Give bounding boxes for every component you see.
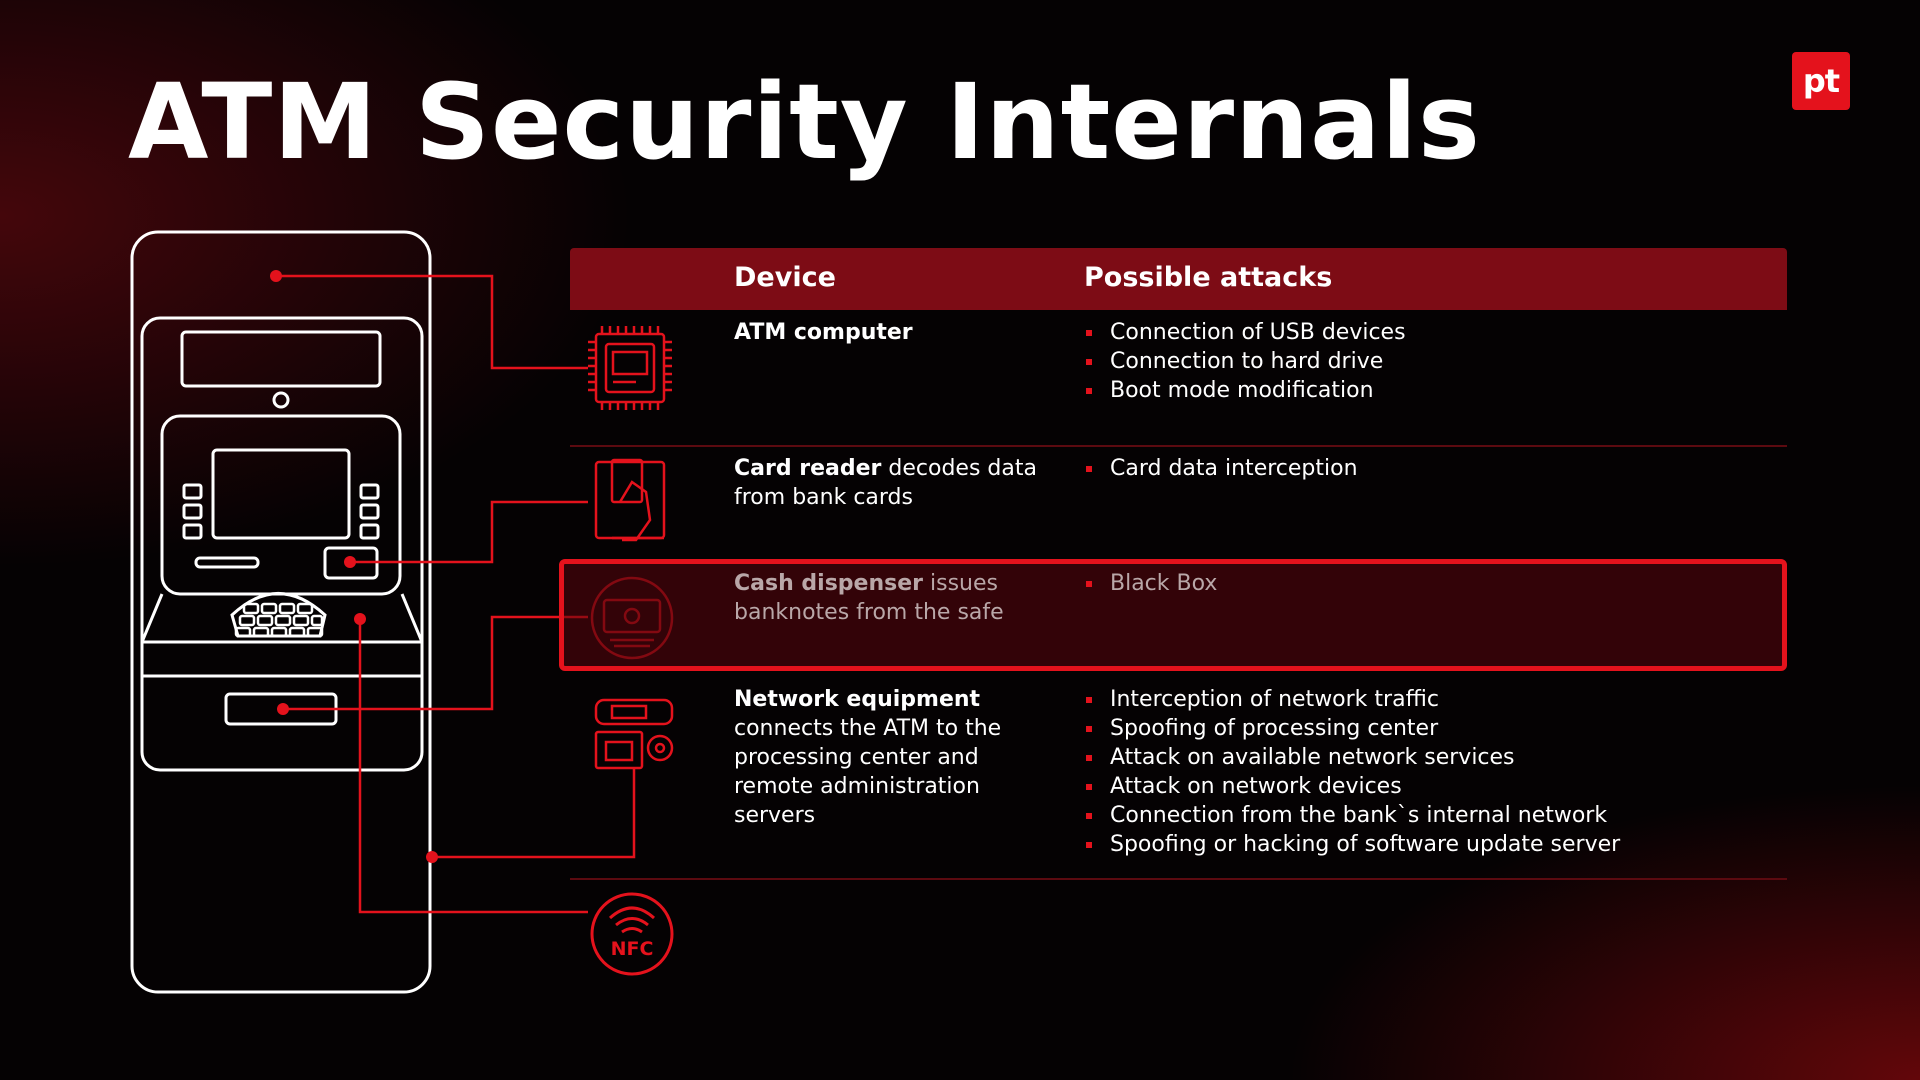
attack-item: Attack on network devices [1084, 772, 1620, 801]
attack-list: Interception of network traffic Spoofing… [1084, 685, 1620, 859]
attack-item: Spoofing or hacking of software update s… [1084, 830, 1620, 859]
device-cell: Network equipment connects the ATM to th… [734, 685, 1064, 830]
cpu-chip-icon [588, 326, 672, 410]
column-header-device: Device [734, 262, 836, 293]
connector-network [432, 768, 636, 859]
nfc-label: NFC [611, 938, 654, 960]
attack-item: Attack on available network services [1084, 743, 1620, 772]
nfc-icon: NFC [590, 892, 674, 976]
attack-item: Boot mode modification [1084, 376, 1406, 405]
atm-camera [272, 391, 290, 409]
device-name: Network equipment [734, 687, 981, 712]
device-cell: ATM computer [734, 318, 1064, 347]
connector-card-reader [350, 500, 588, 564]
row-divider [570, 445, 1787, 447]
device-name: Card reader [734, 456, 882, 481]
attack-item: Spoofing of processing center [1084, 714, 1620, 743]
atm-screen [211, 448, 351, 540]
column-header-attacks: Possible attacks [1084, 262, 1333, 293]
device-name: Cash dispenser [734, 571, 923, 596]
attack-item: Card data interception [1084, 454, 1358, 483]
attack-list: Card data interception [1084, 454, 1358, 483]
pt-logo: pt [1792, 52, 1850, 110]
table-header: Device Possible attacks [570, 248, 1787, 310]
atm-receipt-slot [194, 556, 260, 569]
connector-computer [276, 274, 588, 370]
atm-pin-pad [234, 602, 324, 638]
highlighted-row-box [559, 559, 1787, 671]
atm-illustration [130, 230, 432, 994]
atm-front-panel [140, 316, 424, 772]
page-title: ATM Security Internals [128, 61, 1481, 183]
attack-item: Connection from the bank`s internal netw… [1084, 801, 1620, 830]
connector-dots [270, 270, 438, 863]
network-equipment-icon [594, 698, 674, 770]
attack-item: Interception of network traffic [1084, 685, 1620, 714]
attack-list: Connection of USB devices Connection to … [1084, 318, 1406, 405]
attack-item: Connection to hard drive [1084, 347, 1406, 376]
atm-shelf [140, 593, 424, 678]
connector-cash-dispenser [283, 615, 588, 711]
device-name: ATM computer [734, 320, 913, 345]
row-divider [570, 878, 1787, 880]
attack-list: Black Box [1084, 569, 1217, 598]
connector-lines [276, 274, 636, 914]
card-reader-icon [594, 458, 666, 542]
device-cell: Card reader decodes data from bank cards [734, 454, 1064, 512]
atm-top-display [180, 330, 382, 388]
attack-item: Connection of USB devices [1084, 318, 1406, 347]
attack-item: Black Box [1084, 569, 1217, 598]
device-description: decodes data from bank cards [734, 456, 1037, 510]
device-cell: Cash dispenser issues banknotes from the… [734, 569, 1064, 627]
device-description: connects the ATM to the processing cente… [734, 716, 1002, 828]
connector-nfc [358, 619, 588, 914]
atm-body [130, 230, 432, 994]
device-description: issues banknotes from the safe [734, 571, 1004, 625]
